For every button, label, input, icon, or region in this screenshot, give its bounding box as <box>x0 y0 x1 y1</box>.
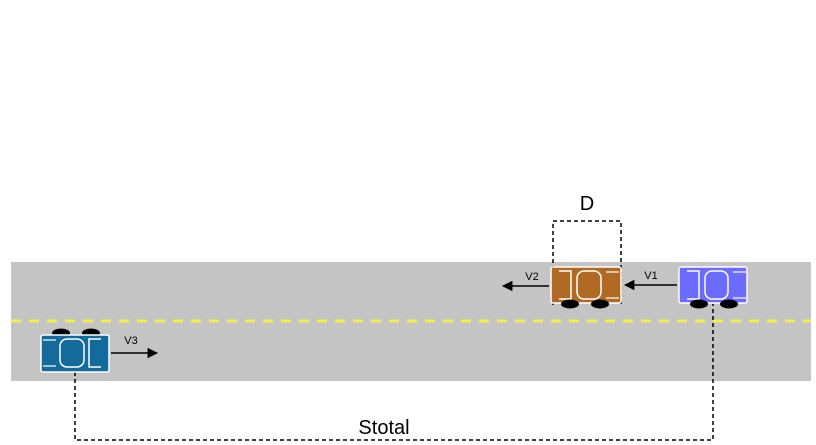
car-3: V3 <box>40 328 159 373</box>
velocity-label-3: V3 <box>124 335 137 347</box>
car-1: V1 <box>623 266 748 309</box>
gap-bracket <box>552 220 622 305</box>
velocity-label-1: V1 <box>644 270 657 282</box>
total-distance-label: Stotal <box>358 417 409 439</box>
car-top-view-icon <box>40 328 110 373</box>
total-distance-bracket <box>74 304 714 441</box>
car-top-view-icon <box>550 266 622 309</box>
car-2: V2 <box>501 266 622 309</box>
velocity-label-2: V2 <box>525 271 538 283</box>
gap-label: D <box>580 193 594 215</box>
car-top-view-icon <box>678 266 748 309</box>
